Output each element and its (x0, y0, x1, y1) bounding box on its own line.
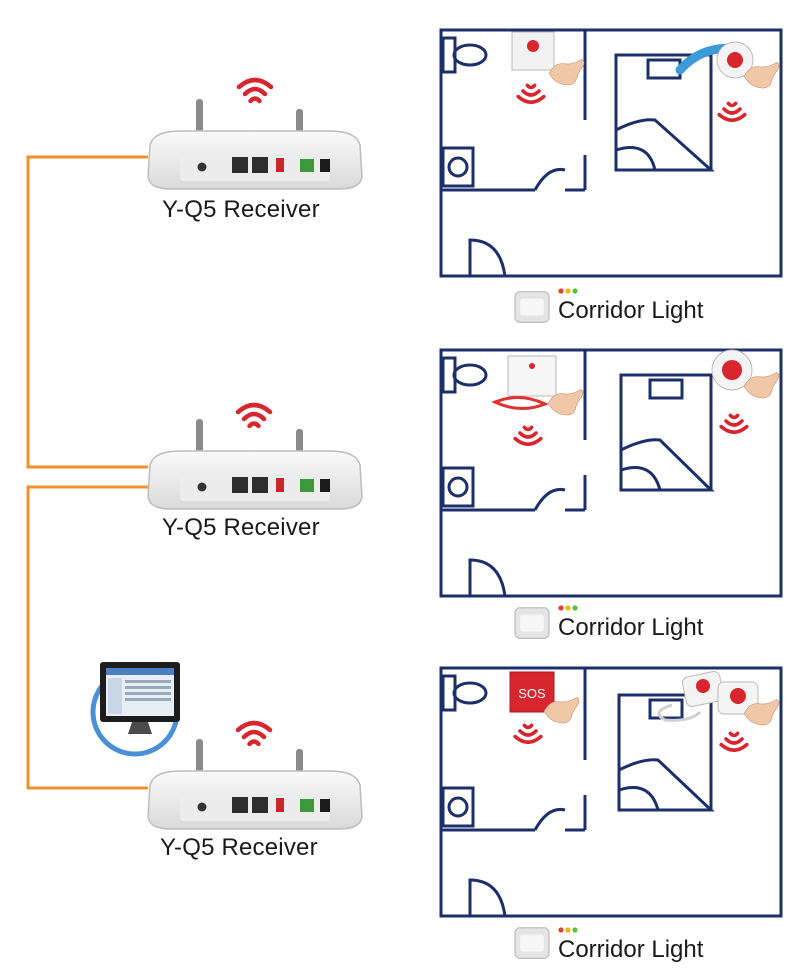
wifi-signal-icon (238, 723, 270, 744)
wifi-signal-icon (719, 413, 749, 435)
computer-monitor-icon (90, 662, 180, 757)
call-button-icon (657, 670, 780, 753)
call-button-icon (675, 41, 780, 123)
toilet-icon (441, 36, 488, 74)
room-floorplan (439, 666, 783, 918)
room-floorplan (439, 28, 783, 278)
receiver-device (147, 80, 363, 190)
wifi-signal-icon (513, 425, 543, 447)
bed-icon (617, 693, 715, 812)
wifi-signal-icon (239, 80, 271, 101)
corridor-light-label: Corridor Light (558, 614, 704, 641)
wifi-signal-icon (516, 83, 546, 105)
sink-icon (441, 786, 475, 828)
wifi-signal-icon (719, 731, 749, 753)
receiver-label: Y-Q5 Receiver (162, 196, 320, 223)
corridor-light-label: Corridor Light (558, 297, 704, 324)
wifi-signal-icon (717, 101, 747, 123)
wifi-signal-icon (238, 405, 270, 426)
bed-icon (614, 53, 715, 172)
sink-icon (441, 146, 475, 188)
call-button-icon: SOS (509, 671, 580, 745)
sos-button-label: SOS (518, 686, 546, 701)
network-cable (26, 155, 148, 790)
receiver-device (147, 405, 363, 510)
receiver-label: Y-Q5 Receiver (160, 834, 318, 861)
receiver-label: Y-Q5 Receiver (162, 514, 320, 541)
corridor-light-icon (514, 927, 578, 959)
toilet-icon (441, 674, 488, 712)
receiver-device (147, 723, 363, 830)
corridor-light-icon (514, 605, 578, 639)
corridor-light-icon (514, 288, 578, 323)
bed-icon (619, 373, 715, 492)
wifi-signal-icon (513, 723, 543, 745)
toilet-icon (441, 356, 488, 394)
call-button-icon (491, 355, 584, 447)
sink-icon (441, 466, 475, 508)
room-floorplan (439, 348, 783, 598)
corridor-light-label: Corridor Light (558, 936, 704, 963)
call-button-icon (511, 31, 585, 105)
call-button-icon (711, 349, 780, 435)
